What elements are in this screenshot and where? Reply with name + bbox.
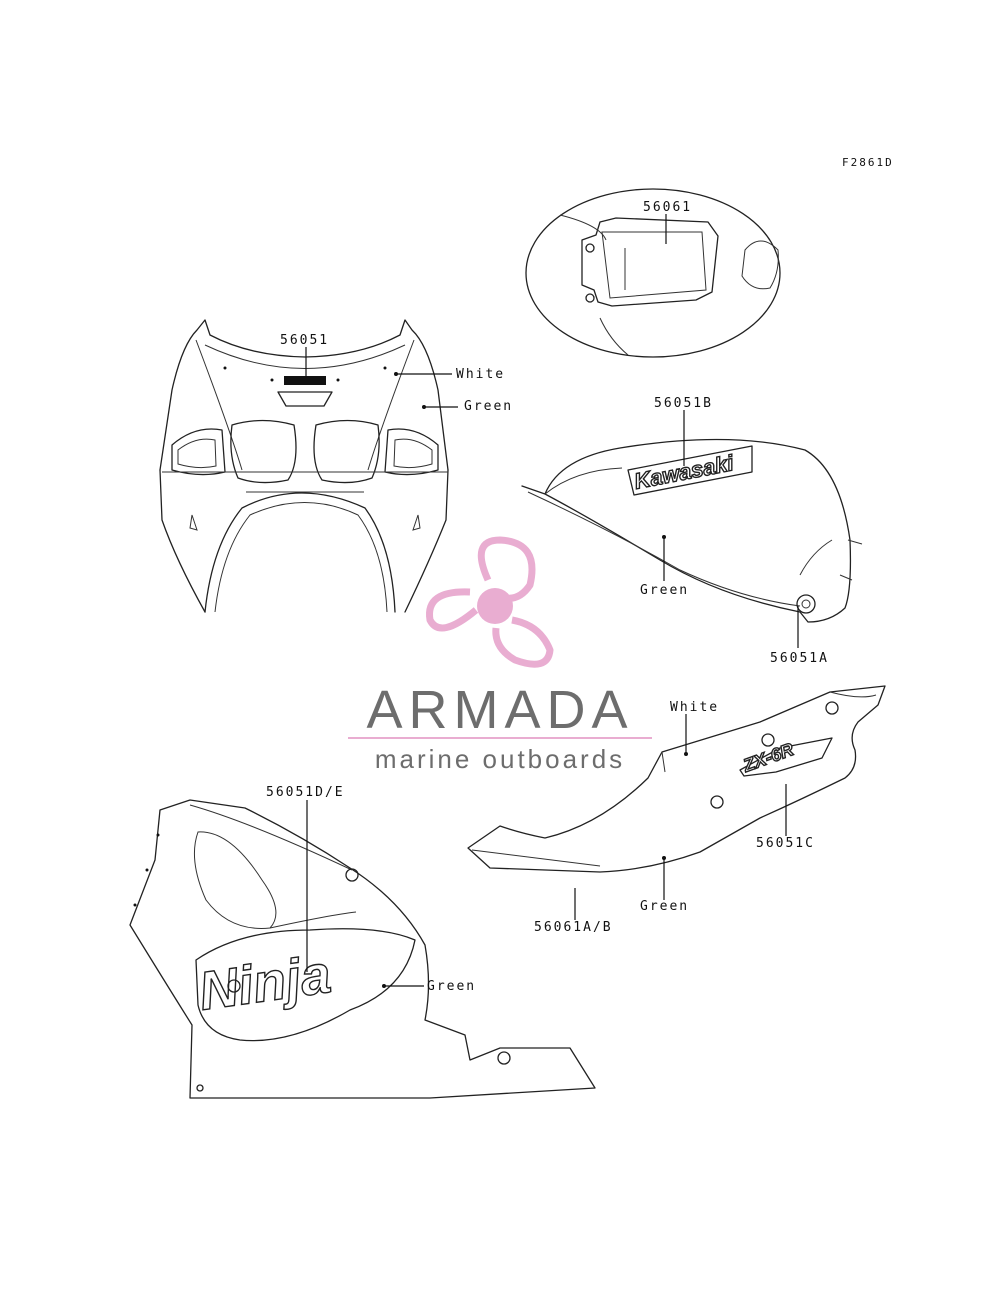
callout-tank-green: Green <box>640 583 689 598</box>
watermark-brand: ARMADA <box>366 680 633 740</box>
front-fairing-drawing <box>159 319 449 613</box>
callout-56051de: 56051D/E <box>266 785 345 800</box>
fuel-tank-drawing: Kawasaki <box>521 438 863 623</box>
callout-56051a: 56051A <box>770 651 829 666</box>
figure-id: F2861D <box>842 156 894 169</box>
callout-56061ab: 56061A/B <box>534 920 613 935</box>
lower-model-decal: Ninja <box>195 944 334 1022</box>
cover-model-decal: ZX-6R <box>740 739 797 776</box>
callout-lower-green: Green <box>427 979 476 994</box>
callout-56051: 56051 <box>280 333 329 348</box>
lower-fairing-drawing: Ninja <box>129 799 596 1099</box>
callout-cover-white: White <box>670 700 719 715</box>
callout-fairing-white: White <box>456 367 505 382</box>
callout-56061: 56061 <box>643 200 692 215</box>
callout-fairing-green: Green <box>464 399 513 414</box>
seat-cowl-drawing <box>525 188 781 358</box>
callout-56051c: 56051C <box>756 836 815 851</box>
armada-watermark: ARMADA marine outboards <box>348 536 652 774</box>
propeller-hub-icon <box>477 588 513 624</box>
callout-56051b: 56051B <box>654 396 713 411</box>
callout-cover-green: Green <box>640 899 689 914</box>
propeller-logo-icon <box>426 536 554 668</box>
watermark-tagline: marine outboards <box>375 744 625 774</box>
